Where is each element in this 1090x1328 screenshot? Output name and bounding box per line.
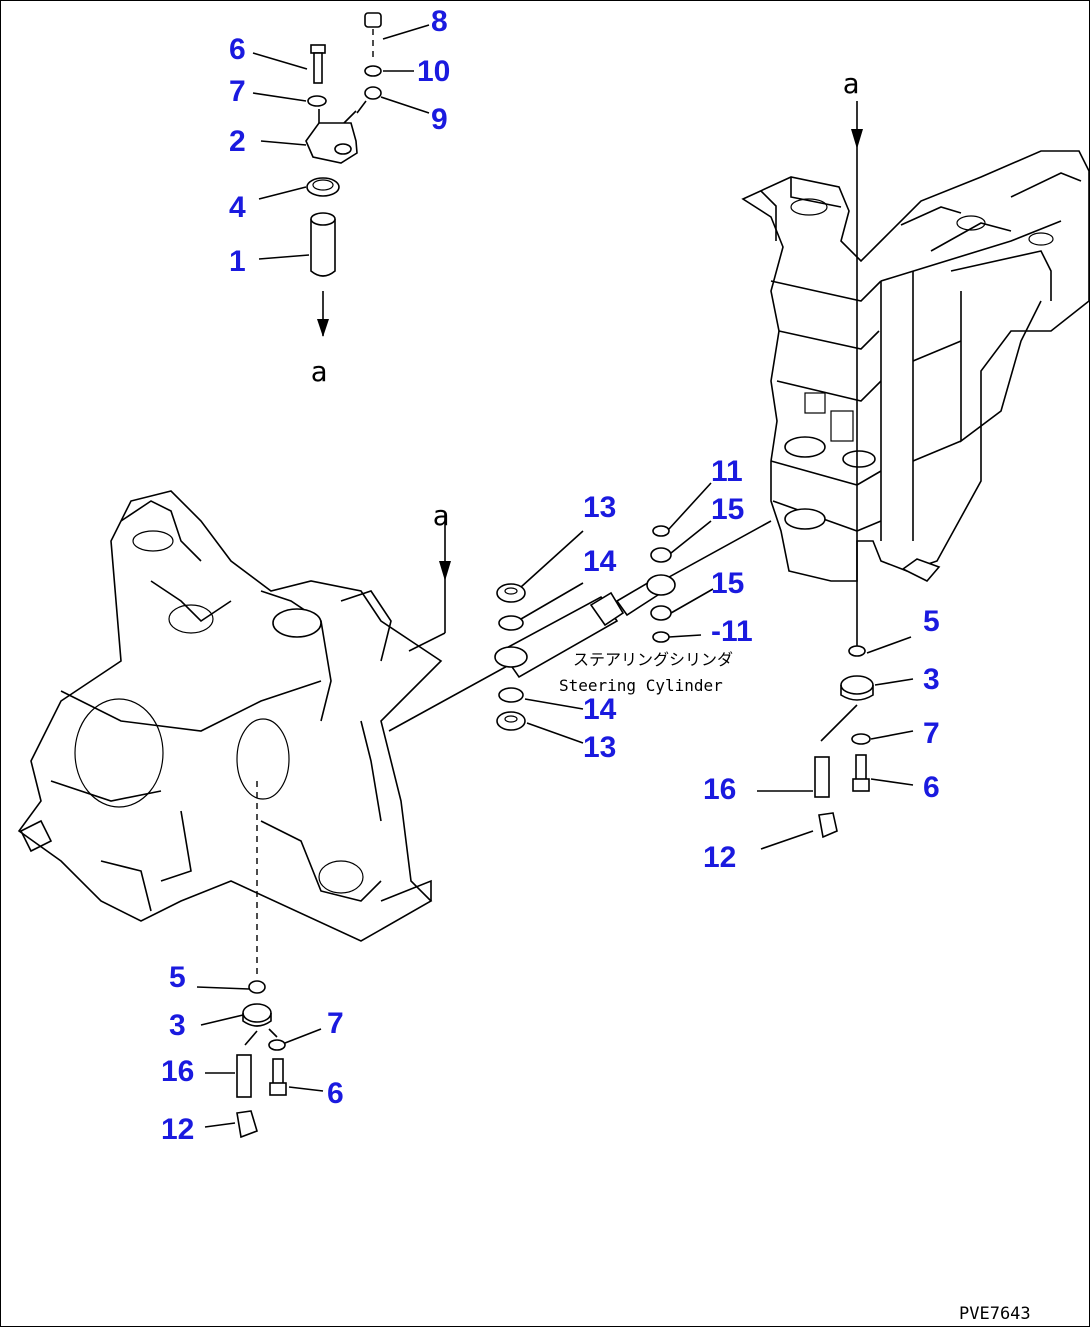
callout-6-right: 6 [923, 771, 940, 804]
callout-3-right: 3 [923, 663, 940, 696]
callout-3-left: 3 [169, 1009, 186, 1042]
callout-2: 2 [229, 125, 246, 158]
callout-12-right: 12 [703, 841, 736, 874]
callout-6-top: 6 [229, 33, 246, 66]
callout-9: 9 [431, 103, 448, 136]
washer-7-right [851, 733, 871, 745]
callout-15-lower: 15 [711, 567, 744, 600]
callout-11-upper: 11 [711, 455, 743, 488]
spacer-5-right [848, 645, 866, 657]
top-pin-assembly [252, 12, 430, 337]
callout-4: 4 [229, 191, 246, 224]
front-frame-body [741, 150, 1090, 582]
reference-letter-left: a [433, 499, 450, 532]
washer-10 [364, 65, 382, 77]
cylinder-small-parts [496, 482, 714, 744]
rear-frame [17, 490, 451, 976]
callout-8: 8 [431, 5, 448, 38]
washer-7 [307, 95, 327, 107]
seal-14b [498, 687, 524, 703]
callout-16-left: 16 [161, 1055, 194, 1088]
bushing-15b [650, 605, 672, 621]
bushing-13a [496, 583, 526, 603]
washer-11b [652, 631, 670, 643]
plate-2 [305, 122, 358, 164]
pin-1 [310, 219, 336, 277]
screw-8 [364, 12, 382, 28]
bushing-4 [306, 177, 340, 197]
arrow-down-icon [317, 319, 329, 337]
bushing-13b [496, 711, 526, 731]
reference-letter-right: a [843, 67, 860, 100]
callout-15-upper: 15 [711, 493, 744, 526]
right-lower-parts [757, 636, 914, 850]
grease-fitting-9 [364, 86, 382, 100]
callout-14-upper: 14 [583, 545, 617, 578]
washer-11a [652, 525, 670, 537]
arrow-down-icon [851, 129, 863, 149]
grease-nipple-12-right [818, 812, 838, 839]
retainer-3-left [242, 1003, 272, 1023]
arrow-down-icon [439, 561, 451, 581]
left-lower-parts [196, 980, 324, 1139]
callout-6-left: 6 [327, 1077, 344, 1110]
bolt-head-6-right [852, 778, 870, 792]
callout-7-left: 7 [327, 1007, 344, 1040]
bolt-6-left [272, 1058, 284, 1086]
cylinder-label-jp: ステアリングシリンダ [573, 650, 733, 669]
bolt-6-right [855, 754, 867, 782]
callout-16-right: 16 [703, 773, 736, 806]
callout-5-left: 5 [169, 961, 186, 994]
seal-14a [498, 615, 524, 631]
fitting-16-right [814, 756, 830, 798]
spacer-5-left [248, 980, 266, 994]
reference-letter-top: a [311, 355, 328, 388]
callouts: 6 7 2 4 1 8 10 9 13 14 14 13 11 15 15 -1… [161, 5, 940, 1146]
washer-7-left [268, 1039, 286, 1051]
bolt-head-6 [310, 44, 326, 54]
callout-7-top: 7 [229, 75, 246, 108]
callout-13-lower: 13 [583, 731, 616, 764]
bolt-shank-6 [313, 52, 323, 84]
callout-12-left: 12 [161, 1113, 194, 1146]
plate-hole [334, 143, 352, 155]
grease-nipple-12-left [236, 1110, 258, 1139]
drawing-code: PVE7643 [959, 1304, 1031, 1324]
cylinder-label-en: Steering Cylinder [559, 676, 723, 695]
callout-11-lower: -11 [711, 615, 753, 648]
callout-5-right: 5 [923, 605, 940, 638]
callout-7-right: 7 [923, 717, 940, 750]
callout-10: 10 [417, 55, 450, 88]
front-frame [741, 101, 1090, 656]
retainer-3-right [840, 675, 874, 695]
bushing-15a [650, 547, 672, 563]
bolt-head-6-left [269, 1082, 287, 1096]
fitting-16-left [236, 1054, 252, 1098]
callout-13-upper: 13 [583, 491, 616, 524]
callout-1: 1 [229, 245, 246, 278]
steering-cylinder [388, 520, 772, 732]
cylinder-tube [499, 595, 619, 679]
callout-14-lower: 14 [583, 693, 617, 726]
